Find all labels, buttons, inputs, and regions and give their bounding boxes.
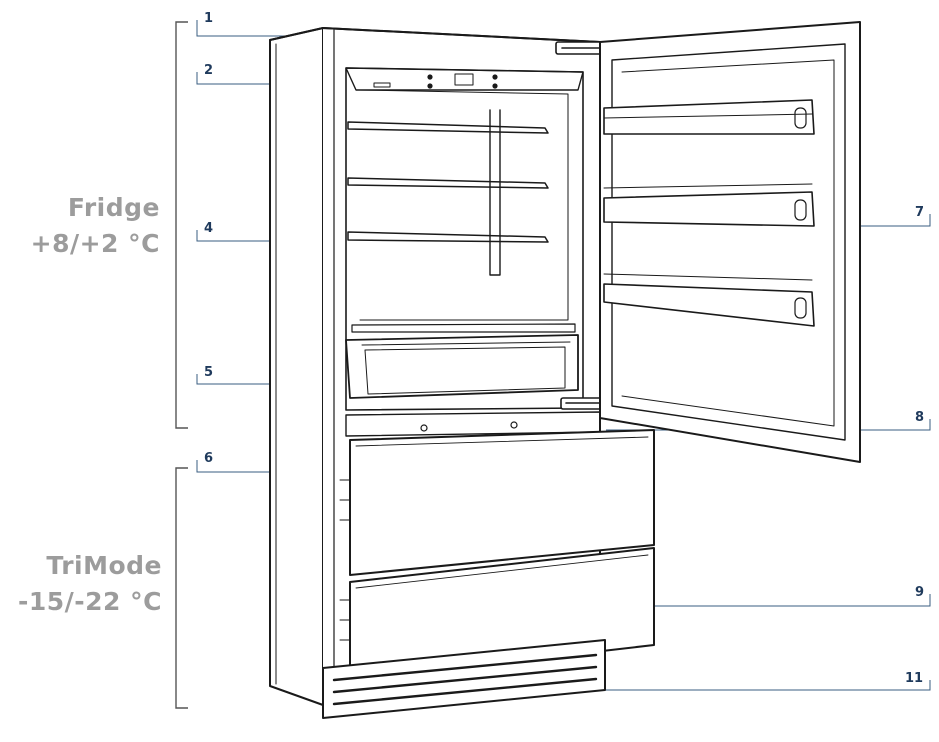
door-bin-lower [603, 283, 815, 327]
shelf-3 [347, 231, 549, 243]
cabinet-side-panel [269, 27, 324, 706]
leader-11 [540, 680, 931, 691]
leader-9 [632, 594, 931, 607]
zone-trimode-name: TriMode [46, 551, 162, 580]
callout-6: 6 [204, 451, 214, 466]
callout-11: 11 [905, 671, 924, 686]
appliance-line-art [269, 21, 861, 719]
callout-1: 1 [204, 11, 214, 26]
cabinet-top [269, 27, 601, 43]
door-bin-upper [603, 99, 815, 135]
shelves [347, 121, 549, 243]
trimode-zone-bracket [175, 467, 188, 709]
shelf-1 [347, 121, 549, 134]
control-panel [345, 67, 584, 91]
callout-2: 2 [204, 63, 214, 78]
zone-trimode-temp: -15/-22 °C [17, 587, 162, 616]
freezer-drawer-upper [339, 429, 655, 576]
callout-7: 7 [915, 205, 925, 220]
zone-brackets [175, 21, 188, 709]
door-hinges [555, 41, 612, 410]
fridge-inner-back [359, 89, 569, 321]
zone-fridge-temp: +8/+2 °C [30, 229, 160, 258]
ventilation-grille [322, 639, 606, 719]
door-bin-middle [603, 191, 815, 227]
open-door [599, 21, 861, 463]
shelf-support-rail [489, 109, 501, 276]
zone-trimode-label: TriMode -15/-22 °C [0, 548, 162, 620]
crisper-drawer [345, 323, 579, 399]
zone-fridge-label: Fridge +8/+2 °C [10, 190, 160, 262]
shelf-2 [347, 177, 549, 189]
zone-fridge-name: Fridge [67, 193, 160, 222]
callout-5: 5 [204, 365, 214, 380]
fridge-zone-bracket [175, 21, 188, 429]
callout-9: 9 [915, 585, 925, 600]
callout-4: 4 [204, 221, 214, 236]
callout-8: 8 [915, 410, 925, 425]
door-bins [603, 99, 815, 327]
